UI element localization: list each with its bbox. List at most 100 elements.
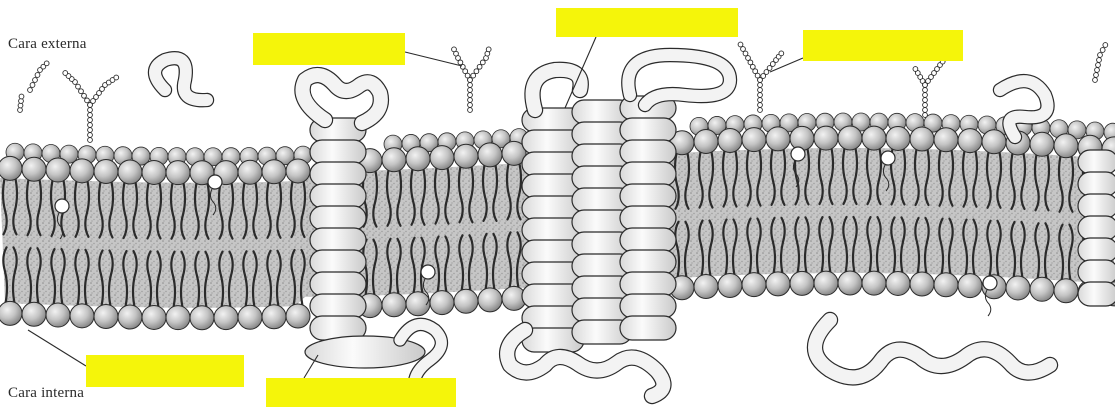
helix-segment <box>1078 216 1115 240</box>
phospholipid-head-outer <box>262 160 286 184</box>
phospholipid-head-outer <box>862 126 886 150</box>
sugar-bead <box>758 103 763 108</box>
helix-segment <box>310 140 366 164</box>
sugar-bead <box>19 94 24 99</box>
phospholipid-head-outer <box>1054 134 1078 158</box>
sugar-bead <box>18 108 23 113</box>
phospholipid-head-outer <box>910 127 934 151</box>
phospholipid-head-inner <box>70 304 94 328</box>
transmembrane-protein-right <box>1078 150 1115 306</box>
helix-segment <box>620 294 676 318</box>
phospholipid-head-inner <box>1054 279 1078 303</box>
helix-segment <box>310 228 366 252</box>
sugar-bead <box>741 47 746 52</box>
phospholipid-head-inner <box>478 288 502 312</box>
answer-blank-bottom-center[interactable] <box>266 378 456 407</box>
sugar-bead <box>35 73 40 78</box>
sugar-bead <box>1097 58 1102 63</box>
sugar-bead <box>33 78 38 83</box>
phospholipid-head-inner <box>910 272 934 296</box>
sugar-bead <box>738 42 743 47</box>
helix-segment <box>310 250 366 274</box>
phospholipid-head-inner <box>166 306 190 330</box>
glycolipid-chain-a-branch <box>88 75 119 107</box>
phospholipid-head-outer <box>718 128 742 152</box>
helix-segment <box>1078 260 1115 284</box>
phospholipid-head-outer <box>94 159 118 183</box>
phospholipid-head-outer <box>286 159 310 183</box>
phospholipid-head-inner <box>694 275 718 299</box>
sugar-bead <box>923 108 928 113</box>
phospholipid-head-inner <box>214 306 238 330</box>
phospholipid-head-inner <box>238 305 262 329</box>
sugar-bead <box>468 103 473 108</box>
helix-segment <box>1078 194 1115 218</box>
sugar-bead <box>468 98 473 103</box>
phospholipid-head-outer <box>382 148 406 172</box>
helix-segment <box>1078 150 1115 174</box>
helix-segment <box>620 118 676 142</box>
phospholipid-head-inner <box>94 304 118 328</box>
sugar-bead <box>1094 73 1099 78</box>
cholesterol-ring <box>791 147 805 161</box>
inner-face-label: Cara interna <box>8 385 84 402</box>
answer-blank-bottom-left[interactable] <box>86 355 244 387</box>
helix-segment <box>1078 238 1115 262</box>
helix-segment <box>310 184 366 208</box>
phospholipid-head-outer <box>0 156 22 180</box>
phospholipid-head-inner <box>286 304 310 328</box>
phospholipid-head-outer <box>886 126 910 150</box>
sugar-bead <box>758 98 763 103</box>
sugar-bead <box>923 103 928 108</box>
phospholipid-head-inner <box>22 302 46 326</box>
helix-segment <box>310 162 366 186</box>
phospholipid-head-inner <box>454 289 478 313</box>
phospholipid-head-inner <box>742 273 766 297</box>
cholesterol-ring <box>208 175 222 189</box>
sugar-bead <box>88 128 93 133</box>
sugar-bead <box>88 138 93 143</box>
phospholipid-head-outer <box>238 160 262 184</box>
sugar-bead <box>1095 68 1100 73</box>
phospholipid-head-outer <box>454 144 478 168</box>
answer-blank-top-right[interactable] <box>803 30 963 61</box>
sugar-bead <box>746 56 751 61</box>
sugar-bead <box>471 73 476 78</box>
sugar-bead <box>88 123 93 128</box>
sugar-bead <box>28 88 33 93</box>
phospholipid-head-outer <box>958 129 982 153</box>
protein-loop-top-left <box>303 75 381 123</box>
phospholipid-head-inner <box>814 271 838 295</box>
phospholipid-head-outer <box>766 127 790 151</box>
answer-blank-top-center[interactable] <box>556 8 738 37</box>
sugar-bead <box>1098 53 1103 58</box>
glycoprotein-chain-b <box>738 42 762 112</box>
sugar-bead <box>82 93 87 98</box>
phospholipid-head-outer <box>814 126 838 150</box>
phospholipid-head-inner <box>118 305 142 329</box>
helix-segment <box>1078 172 1115 196</box>
answer-blank-top-left[interactable] <box>253 33 405 65</box>
phospholipid-head-outer <box>46 158 70 182</box>
sugar-bead <box>85 98 90 103</box>
sugar-bead <box>913 67 918 72</box>
sugar-bead <box>486 47 491 52</box>
helix-segment <box>620 228 676 252</box>
sugar-bead <box>1093 78 1098 83</box>
phospholipid-head-inner <box>382 293 406 317</box>
helix-segment <box>620 316 676 340</box>
glycoprotein-chain-b-branch <box>758 51 784 82</box>
sugar-bead <box>468 78 473 83</box>
outer-face-label: Cara externa <box>8 36 87 53</box>
sugar-bead <box>758 93 763 98</box>
phospholipid-head-inner <box>1030 277 1054 301</box>
phospholipid-head-inner <box>718 273 742 297</box>
helix-segment <box>1078 282 1115 306</box>
sugar-bead <box>923 88 928 93</box>
phospholipid-head-inner <box>886 271 910 295</box>
leader-line-3 <box>28 330 86 366</box>
phospholipid-head-outer <box>790 126 814 150</box>
cholesterol-ring <box>55 199 69 213</box>
sugar-bead <box>88 108 93 113</box>
